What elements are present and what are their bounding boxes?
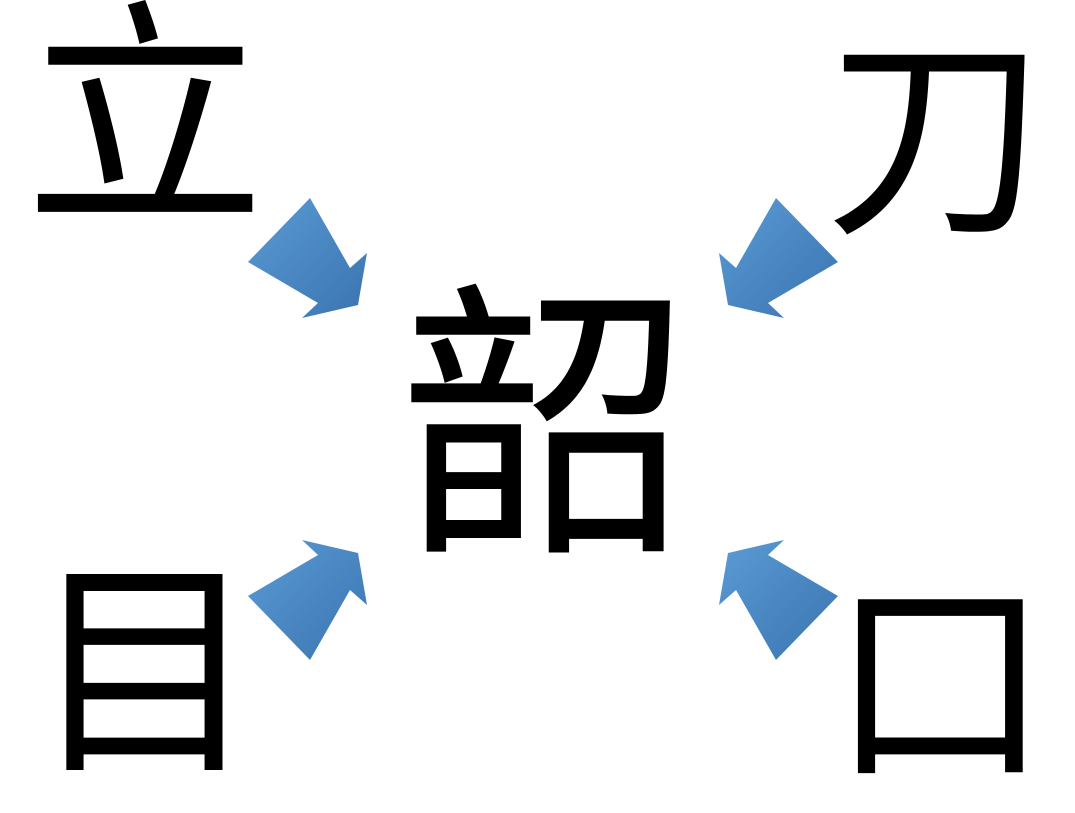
component-character-top-left: 立	[24, 0, 265, 260]
result-character: 韶	[400, 261, 690, 598]
arrow-bottom-left-icon	[248, 540, 367, 660]
arrow-top-right-icon	[719, 198, 838, 318]
component-character-top-right: 刀	[824, 12, 1045, 268]
arrow-top-left-icon	[248, 198, 367, 318]
arrow-bottom-right-icon	[719, 540, 838, 660]
component-character-bottom-right: 口	[829, 557, 1050, 813]
component-character-bottom-left: 目	[30, 541, 261, 808]
